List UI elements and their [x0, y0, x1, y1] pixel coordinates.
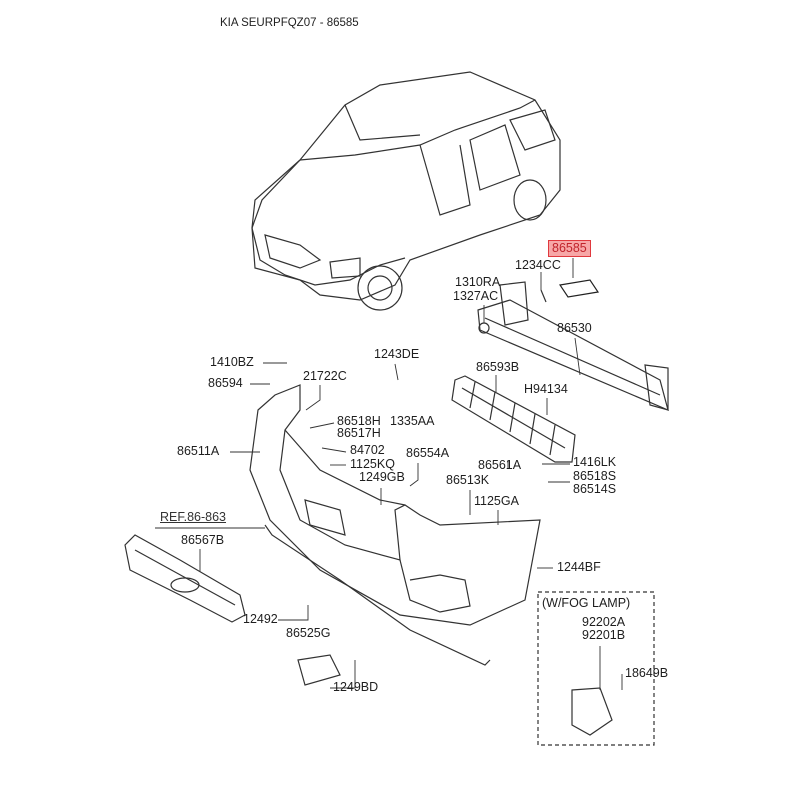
- part-label[interactable]: 86517H: [337, 426, 381, 440]
- leader-lines: [155, 258, 623, 690]
- part-label[interactable]: 1310RA: [455, 275, 501, 289]
- part-label[interactable]: 1125KQ: [350, 457, 395, 471]
- part-label[interactable]: 21722C: [303, 369, 347, 383]
- part-label[interactable]: 86593B: [476, 360, 520, 374]
- part-label[interactable]: 92201B: [582, 628, 626, 642]
- fog-lamp-illustration: [571, 687, 613, 736]
- part-label[interactable]: 1410BZ: [210, 355, 254, 369]
- fog-lamp-box: [537, 591, 655, 746]
- reference-link[interactable]: REF.86-863: [160, 510, 227, 524]
- part-label[interactable]: 12492: [243, 612, 278, 626]
- part-label[interactable]: 84702: [350, 443, 385, 457]
- diagram-title: KIA SEURPFQZ07 - 86585: [220, 17, 359, 29]
- part-label[interactable]: 1335AA: [390, 414, 435, 428]
- part-label[interactable]: 1234CC: [515, 258, 561, 272]
- part-label[interactable]: 86561A: [478, 458, 522, 472]
- part-label[interactable]: 1327AC: [453, 289, 499, 303]
- part-label[interactable]: 92202A: [582, 615, 626, 629]
- part-label-86585-highlighted[interactable]: 86585: [548, 240, 591, 257]
- part-label[interactable]: H94134: [524, 382, 568, 396]
- part-label[interactable]: 86530: [557, 321, 592, 335]
- part-label[interactable]: 86513K: [446, 473, 490, 487]
- part-label[interactable]: 1125GA: [474, 494, 519, 508]
- part-label[interactable]: 86567B: [181, 533, 225, 547]
- lower-strip-illustration: [264, 524, 491, 666]
- part-label[interactable]: 1416LK: [573, 455, 617, 469]
- vehicle-illustration: [251, 71, 561, 311]
- fog-lamp-group-label: (W/FOG LAMP): [542, 596, 631, 610]
- part-label[interactable]: 1244BF: [557, 560, 601, 574]
- bumper-beam-illustration: [477, 279, 669, 412]
- part-label[interactable]: 86594: [208, 376, 243, 390]
- part-label[interactable]: 1249BD: [333, 680, 379, 694]
- fog-bracket-illustration: [297, 654, 341, 686]
- part-label[interactable]: 86554A: [406, 446, 450, 460]
- part-label[interactable]: 86525G: [286, 626, 331, 640]
- lower-grille-illustration: [451, 375, 576, 463]
- part-label[interactable]: 1243DE: [374, 347, 420, 361]
- part-label[interactable]: 86514S: [573, 482, 617, 496]
- part-label[interactable]: 1249GB: [359, 470, 405, 484]
- part-label[interactable]: 18649B: [625, 666, 669, 680]
- radiator-grille-illustration: [124, 534, 246, 623]
- part-label[interactable]: 86518H: [337, 414, 381, 428]
- part-label[interactable]: 86511A: [177, 444, 220, 458]
- part-label[interactable]: 86518S: [573, 469, 617, 483]
